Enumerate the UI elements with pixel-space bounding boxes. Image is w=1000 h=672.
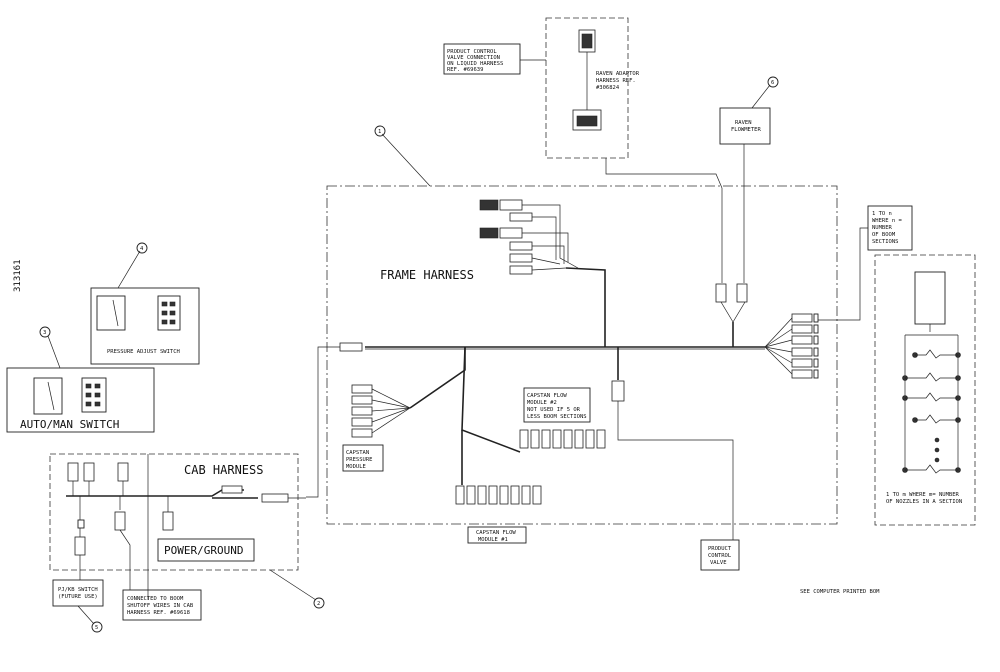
raven-adaptor-boundary bbox=[545, 17, 629, 159]
auto-man-boundary bbox=[6, 367, 155, 433]
cab-callout-number: 2 bbox=[317, 601, 320, 607]
frame-trunk-connector bbox=[339, 342, 363, 352]
nozzles-line-2: OF NOZZLES IN A SECTION bbox=[886, 499, 962, 505]
capstan-module-2-line-3: NOT USED IF 5 OR bbox=[527, 407, 581, 413]
auto-man-callout bbox=[39, 326, 51, 338]
capstan-module-2-box bbox=[523, 387, 591, 423]
nozzle-section-boundary bbox=[874, 254, 976, 526]
raven-adaptor-group: RAVEN ADAPTOR HARNESS REF. #306824 bbox=[545, 17, 723, 189]
pressure-adjust-boundary bbox=[90, 287, 200, 365]
frame-harness-group: FRAME HARNESS 1 bbox=[306, 125, 838, 571]
capstan-pressure-box bbox=[342, 444, 384, 472]
boom-shutoff-line-2: SHUTOFF WIRES IN CAB bbox=[127, 603, 194, 609]
boom-sections-line-2: WHERE n = bbox=[872, 218, 902, 224]
power-ground-box bbox=[157, 538, 255, 562]
cab-plug-3 bbox=[117, 462, 129, 482]
product-control-conn-line-2: VALVE CONNECTION bbox=[447, 55, 500, 61]
product-control-plug bbox=[611, 380, 625, 402]
pwm-switch-line-1: PJ/KB SWITCH bbox=[58, 587, 98, 593]
frame-harness-title: FRAME HARNESS bbox=[380, 268, 474, 282]
raven-adaptor-line-3: #306824 bbox=[596, 85, 620, 91]
product-control-conn-line-3: ON LIQUID HARNESS bbox=[447, 61, 503, 67]
pressure-rocker-switch bbox=[96, 295, 126, 331]
capstan-module-1-line-2: MODULE #1 bbox=[478, 537, 508, 543]
product-control-conn-line-4: REF. #69639 bbox=[447, 67, 483, 73]
raven-adaptor-line-2: HARNESS REF. bbox=[596, 78, 636, 84]
product-control-valve-line-1: PRODUCT bbox=[708, 546, 732, 552]
cab-harness-group: CAB HARNESS POWER/GROUND 2 bbox=[49, 453, 325, 609]
bom-note: SEE COMPUTER PRINTED BOM bbox=[800, 589, 880, 595]
pressure-callout-number: 4 bbox=[140, 246, 144, 252]
cab-plug-6 bbox=[74, 536, 86, 556]
capstan-pressure-line-2: PRESSURE bbox=[346, 457, 373, 463]
pressure-adjust-group: PRESSURE ADJUST SWITCH 4 bbox=[90, 242, 200, 365]
cab-harness-boundary bbox=[49, 453, 299, 571]
product-control-valve-line-2: CONTROL bbox=[708, 553, 732, 559]
raven-flowmeter-line-1: RAVEN bbox=[735, 120, 752, 126]
boom-section-connectors bbox=[764, 313, 819, 379]
capstan-module-1-box bbox=[467, 526, 527, 544]
pressure-switch-pins bbox=[157, 295, 181, 331]
doc-number: 313161 bbox=[13, 259, 23, 292]
raven-flowmeter-box bbox=[719, 107, 771, 145]
boom-sections-line-1: 1 TO n bbox=[872, 211, 892, 217]
pressure-adjust-title: PRESSURE ADJUST SWITCH bbox=[107, 349, 180, 355]
nozzles-line-1: 1 TO m WHERE m= NUMBER bbox=[886, 492, 960, 498]
capstan-pressure-line-3: MODULE bbox=[346, 464, 366, 470]
capstan-module-2-line-4: LESS BOOM SECTIONS bbox=[527, 414, 587, 420]
capstan-module-2-line-1: CAPSTAN FLOW bbox=[527, 393, 567, 399]
frame-top-connectors bbox=[479, 199, 606, 347]
power-ground-label: POWER/GROUND bbox=[164, 544, 243, 557]
capstan-module-1-line-1: CAPSTAN FLOW bbox=[476, 530, 516, 536]
pwm-callout bbox=[91, 621, 103, 633]
frame-harness-boundary bbox=[326, 185, 838, 525]
pwm-switch-line-2: (FUTURE USE) bbox=[58, 594, 98, 600]
product-control-conn-box bbox=[443, 43, 521, 75]
frame-callout-number: 1 bbox=[378, 129, 381, 135]
boom-shutoff-line-1: CONNECTED TO BOOM bbox=[127, 596, 184, 602]
pwm-switch-box bbox=[52, 579, 104, 607]
cab-callout bbox=[313, 597, 325, 609]
auto-man-rocker bbox=[33, 377, 63, 415]
boom-shutoff-line-3: HARNESS REF. #69618 bbox=[127, 610, 190, 616]
cab-plug-4 bbox=[114, 511, 126, 531]
boom-shutoff-box bbox=[122, 589, 202, 621]
capstan-pressure-connectors bbox=[351, 347, 466, 438]
product-control-conn-line-1: PRODUCT CONTROL bbox=[447, 49, 497, 55]
raven-flowmeter-line-2: FLOWMETER bbox=[731, 127, 761, 133]
nozzle-section-group: 1 TO m WHERE m= NUMBER OF NOZZLES IN A S… bbox=[874, 254, 976, 526]
capstan-module-2-line-2: MODULE #2 bbox=[527, 400, 557, 406]
flowmeter-callout bbox=[767, 76, 779, 88]
product-control-valve-box bbox=[700, 539, 740, 571]
pwm-callout-number: 5 bbox=[95, 625, 98, 631]
cab-harness-title: CAB HARNESS bbox=[184, 463, 263, 477]
auto-man-callout-number: 3 bbox=[43, 330, 46, 336]
nozzle-rows bbox=[902, 349, 961, 474]
capstan-module-2-connectors bbox=[519, 429, 606, 449]
cab-plug-2 bbox=[83, 462, 95, 482]
raven-adaptor-plug bbox=[715, 283, 727, 303]
auto-man-pins bbox=[81, 377, 107, 413]
raven-adaptor-line-1: RAVEN ADAPTOR bbox=[596, 71, 640, 77]
cab-trunk-connector bbox=[261, 493, 289, 503]
raven-flowmeter-plug bbox=[736, 283, 748, 303]
flowmeter-callout-number: 6 bbox=[771, 80, 774, 86]
frame-callout bbox=[374, 125, 386, 137]
product-control-valve-line-3: VALVE bbox=[710, 560, 727, 566]
pressure-callout bbox=[136, 242, 148, 254]
auto-man-title: AUTO/MAN SWITCH bbox=[20, 418, 119, 431]
capstan-module-1-connectors bbox=[455, 485, 542, 505]
boom-sections-line-5: SECTIONS bbox=[872, 239, 899, 245]
boom-sections-line-4: OF BOOM bbox=[872, 232, 896, 238]
auto-man-group: AUTO/MAN SWITCH 3 bbox=[6, 326, 155, 433]
cab-plug-5 bbox=[162, 511, 174, 531]
boom-sections-line-3: NUMBER bbox=[872, 225, 893, 231]
capstan-pressure-line-1: CAPSTAN bbox=[346, 450, 369, 456]
cab-plug-1 bbox=[67, 462, 79, 482]
boom-valve-body bbox=[914, 271, 946, 325]
